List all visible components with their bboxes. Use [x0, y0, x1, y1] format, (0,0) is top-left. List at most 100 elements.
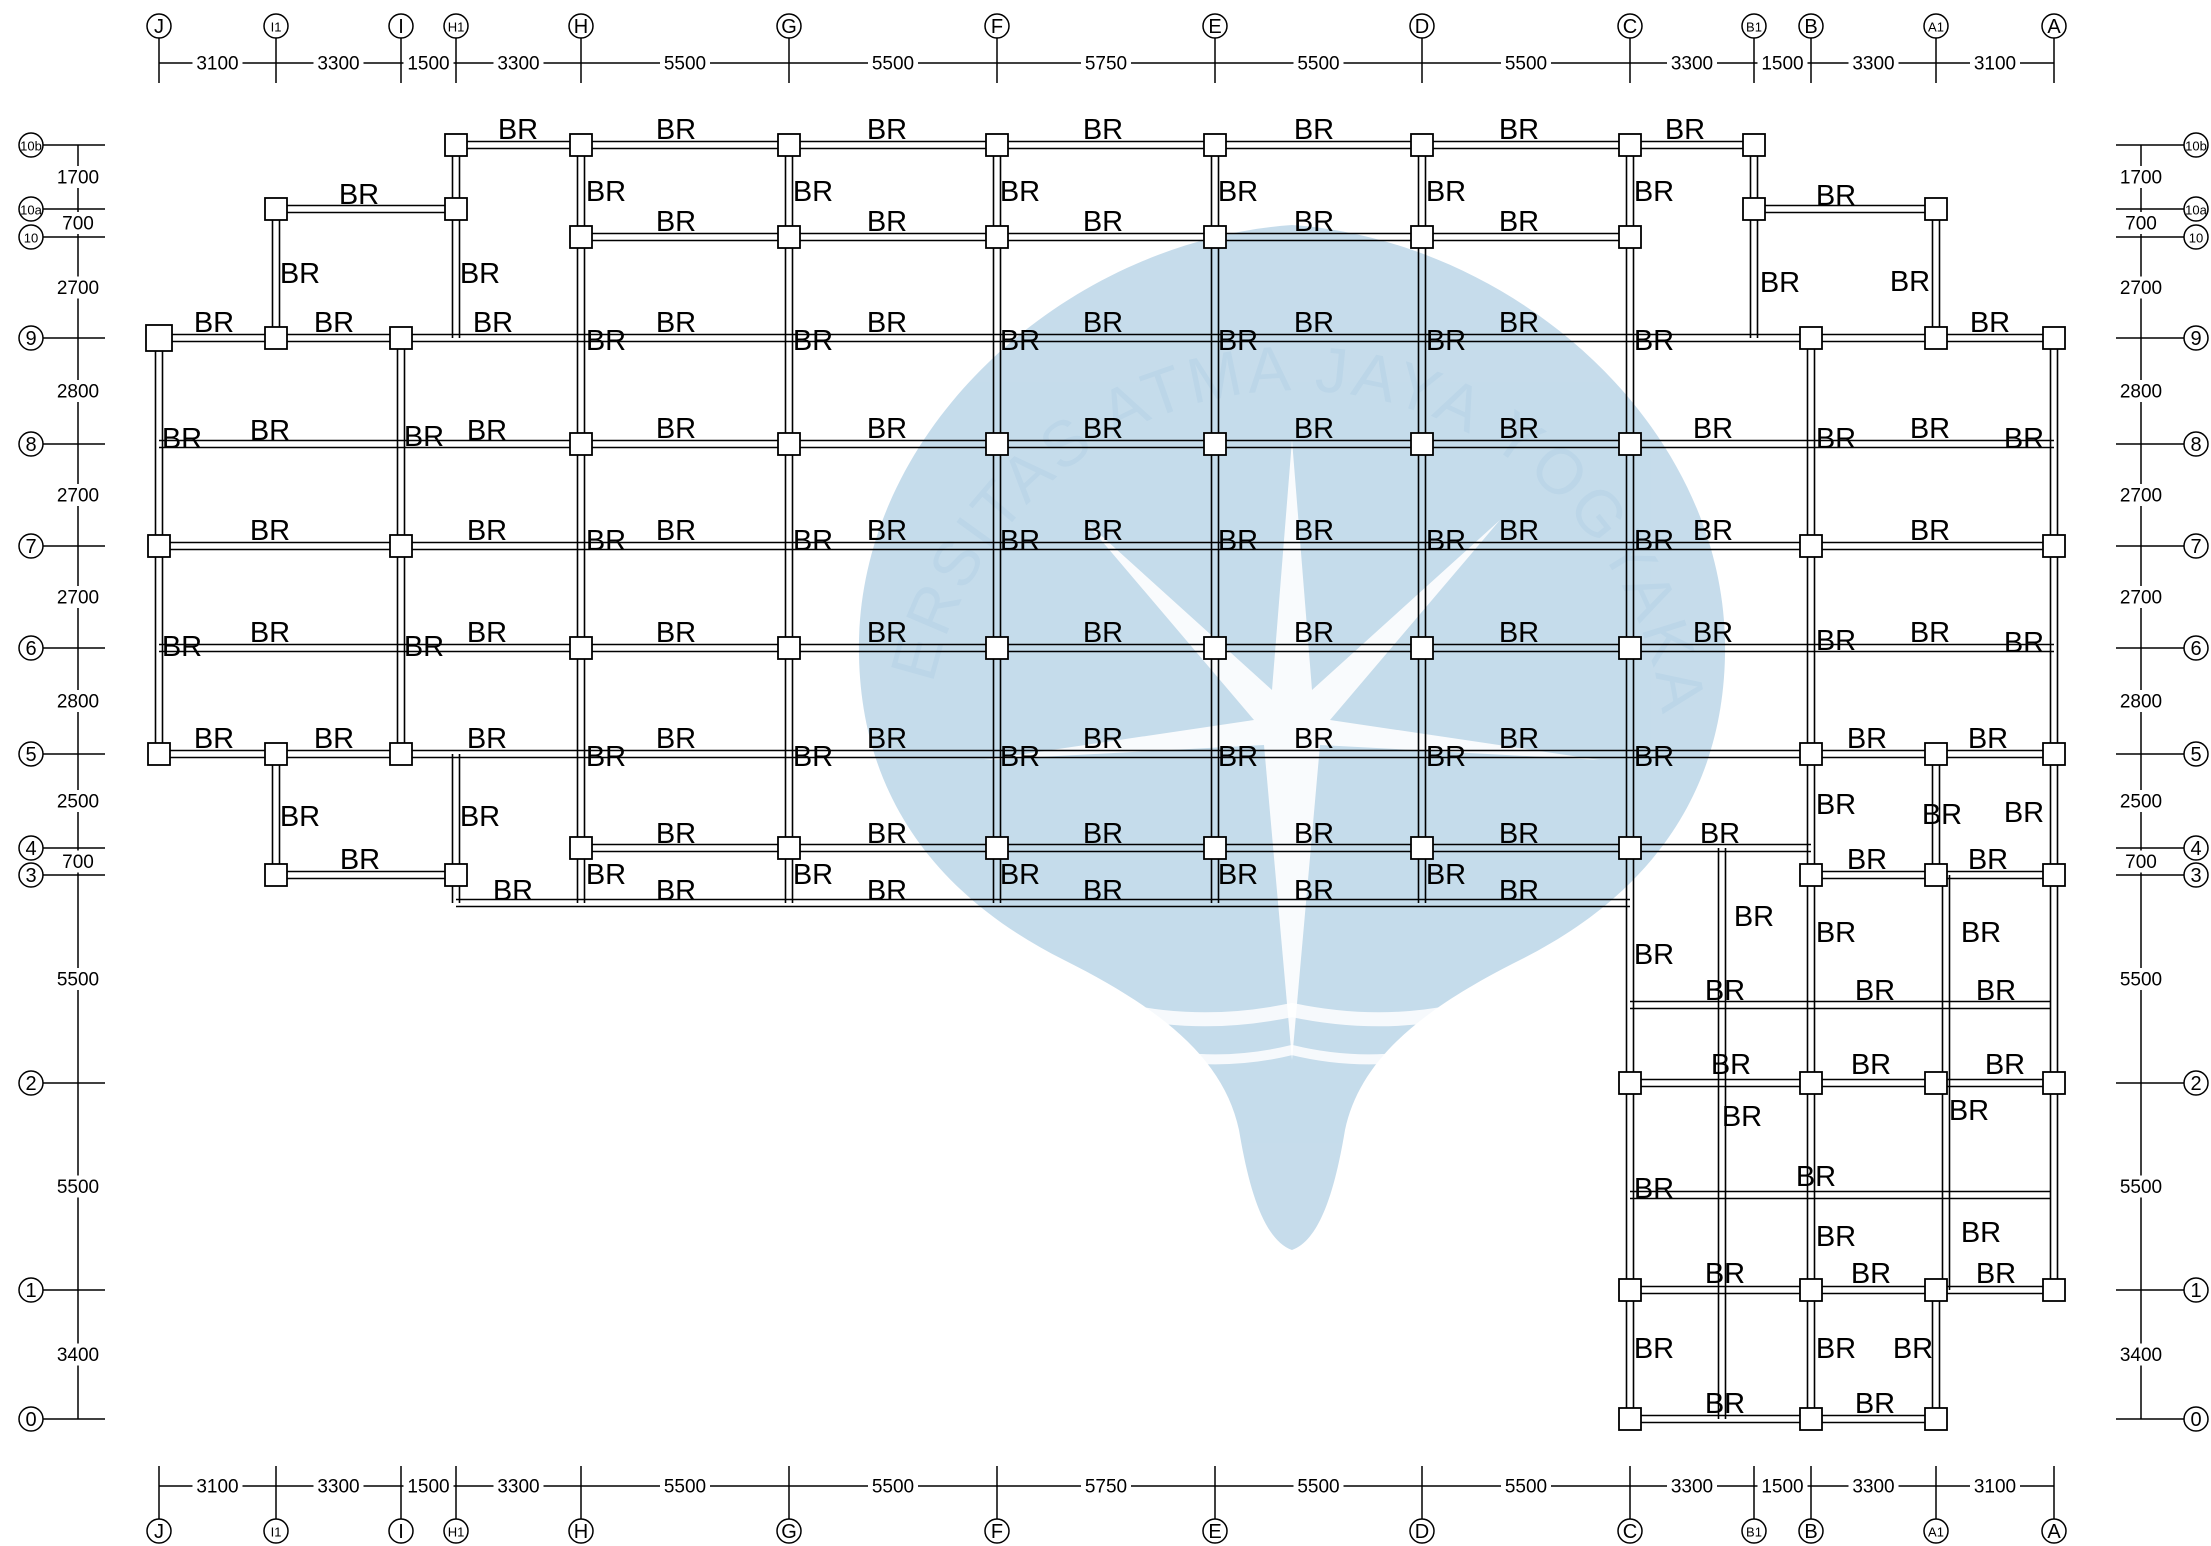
column	[777, 432, 801, 456]
column	[1410, 636, 1434, 660]
dimension-label: 2700	[2120, 588, 2162, 609]
grid-label: E	[1208, 16, 1221, 38]
beam-label: BR	[1705, 1258, 1745, 1290]
beam-label: BR	[586, 525, 626, 557]
grid-bubble-3: 3	[18, 862, 44, 888]
dimension-label: 700	[62, 852, 94, 873]
beam-label: BR	[1922, 799, 1962, 831]
beam-label: BR	[656, 307, 696, 339]
beam-label: BR	[1083, 206, 1123, 238]
column	[569, 836, 593, 860]
beam-label: BR	[250, 415, 290, 447]
column	[147, 742, 171, 766]
beam-label: BR	[1000, 859, 1040, 891]
beam-label: BR	[467, 723, 507, 755]
beam-label: BR	[467, 617, 507, 649]
beam-label: BR	[1426, 325, 1466, 357]
beam-label: BR	[340, 844, 380, 876]
column	[2042, 742, 2066, 766]
beam-label: BR	[1083, 114, 1123, 146]
dimension-label: 2800	[57, 692, 99, 713]
column	[985, 225, 1009, 249]
beam-label: BR	[1705, 1388, 1745, 1420]
grid-bubble-10b: 10b	[18, 132, 44, 158]
dimension-label: 5500	[1505, 54, 1547, 75]
grid-bubble-f: F	[984, 1518, 1010, 1544]
beam-label: BR	[1499, 723, 1539, 755]
grid-label: 4	[25, 838, 36, 860]
column	[1799, 326, 1823, 350]
beam-label: BR	[1693, 515, 1733, 547]
grid-bubble-2: 2	[2183, 1070, 2209, 1096]
beam-label: BR	[339, 179, 379, 211]
grid-bubble-g: G	[776, 13, 802, 39]
beam-label: BR	[1000, 176, 1040, 208]
column	[1799, 1407, 1823, 1431]
watermark-wave	[925, 897, 1659, 1065]
grid-bubble-e: E	[1202, 13, 1228, 39]
beam	[1630, 1190, 2050, 1200]
beam-label: BR	[1816, 789, 1856, 821]
dimension-label: 1700	[2120, 168, 2162, 189]
grid-label: A	[2047, 1521, 2061, 1543]
beam-label: BR	[1218, 859, 1258, 891]
beam	[271, 209, 281, 338]
column	[1203, 225, 1227, 249]
watermark-shape	[858, 225, 1726, 1250]
beam-label: BR	[1734, 901, 1774, 933]
column	[1742, 133, 1766, 157]
dimension-label: 5500	[664, 54, 706, 75]
grid-label: 1	[2190, 1280, 2201, 1302]
beam-label: BR	[467, 415, 507, 447]
column	[444, 133, 468, 157]
beam-label: BR	[1816, 180, 1856, 212]
grid-label: 2	[2190, 1073, 2201, 1095]
grid-bubble-e: E	[1202, 1518, 1228, 1544]
beam-label: BR	[2004, 627, 2044, 659]
column	[1742, 197, 1766, 221]
grid-bubble-c: C	[1617, 13, 1643, 39]
column	[264, 326, 288, 350]
column	[389, 742, 413, 766]
beam-label: BR	[1294, 818, 1334, 850]
beam	[1630, 1285, 2054, 1295]
beam-label: BR	[793, 525, 833, 557]
grid-bubble-10a: 10a	[18, 196, 44, 222]
grid-bubble-h: H	[568, 1518, 594, 1544]
grid-label: J	[154, 16, 164, 38]
dimension-label: 3300	[1852, 54, 1894, 75]
beam	[159, 333, 2054, 343]
column	[1924, 863, 1948, 887]
grid-label: D	[1415, 16, 1429, 38]
dimension-label: 2500	[2120, 792, 2162, 813]
column	[569, 636, 593, 660]
grid-bubble-a1: A1	[1923, 13, 1949, 39]
beam	[276, 204, 456, 214]
beam-label: BR	[1426, 525, 1466, 557]
grid-bubble-i: I	[388, 13, 414, 39]
grid-label: C	[1623, 16, 1637, 38]
beam-label: BR	[2004, 797, 2044, 829]
beam-label: BR	[867, 818, 907, 850]
beam-label: BR	[1693, 617, 1733, 649]
beam-label: BR	[1083, 307, 1123, 339]
beam-label: BR	[460, 801, 500, 833]
dimension-label: 3300	[497, 54, 539, 75]
beam	[451, 145, 461, 338]
grid-label: 7	[25, 536, 36, 558]
beam-label: BR	[1294, 307, 1334, 339]
dimension-label: 2700	[2120, 486, 2162, 507]
grid-bubble-9: 9	[18, 325, 44, 351]
grid-label: 3	[25, 865, 36, 887]
dimension-label: 5500	[57, 1177, 99, 1198]
grid-label: 10	[24, 231, 38, 246]
grid-bubble-6: 6	[18, 635, 44, 661]
dimension-label: 1500	[407, 1477, 449, 1498]
grid-label: 10	[2189, 231, 2203, 246]
grid-bubble-f: F	[984, 13, 1010, 39]
grid-label: B	[1804, 1521, 1817, 1543]
column	[1618, 836, 1642, 860]
column	[1924, 742, 1948, 766]
column	[985, 133, 1009, 157]
column	[1799, 742, 1823, 766]
